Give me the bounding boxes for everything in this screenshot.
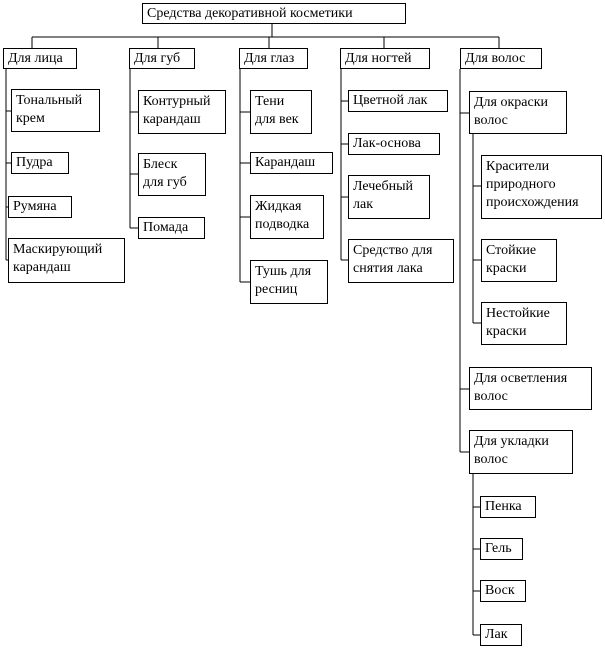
hair-item-coloring: Для окраски волос (469, 91, 567, 134)
lips-item-lipstick: Помада (138, 217, 205, 239)
hair-coloring-temporary: Нестойкие краски (481, 302, 567, 345)
category-lips: Для губ (129, 48, 195, 69)
hair-styling-gel: Гель (480, 538, 523, 560)
eyes-item-mascara: Тушь для ресниц (250, 260, 328, 304)
nails-item-treatment: Лечебный лак (348, 175, 430, 219)
category-hair: Для волос (460, 48, 542, 69)
eyes-item-liquid-liner: Жидкая подводка (250, 195, 324, 239)
category-face: Для лица (3, 48, 77, 69)
hair-styling-spray: Лак (480, 624, 522, 646)
hair-item-lightening: Для осветления волос (469, 367, 592, 410)
hair-item-styling: Для укладки волос (469, 430, 573, 474)
nails-item-base-coat: Лак-основа (348, 133, 440, 155)
face-item-foundation: Тональный крем (11, 89, 100, 132)
hair-styling-wax: Воск (480, 580, 526, 602)
face-item-powder: Пудра (11, 152, 69, 174)
eyes-item-shadow: Тени для век (250, 90, 312, 134)
root-node: Средства декоративной косметики (142, 3, 406, 24)
lips-item-gloss: Блеск для губ (138, 153, 206, 196)
nails-item-color-polish: Цветной лак (348, 90, 448, 112)
eyes-item-pencil: Карандаш (250, 152, 333, 174)
category-eyes: Для глаз (239, 48, 308, 69)
hair-styling-mousse: Пенка (480, 496, 536, 518)
hair-coloring-natural-dyes: Красители природного происхождения (481, 155, 602, 219)
nails-item-remover: Средство для снятия лака (348, 239, 454, 283)
category-nails: Для ногтей (340, 48, 430, 69)
hair-coloring-permanent: Стойкие краски (481, 239, 557, 282)
face-item-concealer: Маскирующий карандаш (8, 238, 125, 283)
face-item-blush: Румяна (8, 196, 72, 218)
lips-item-liner: Контурный карандаш (138, 90, 226, 134)
